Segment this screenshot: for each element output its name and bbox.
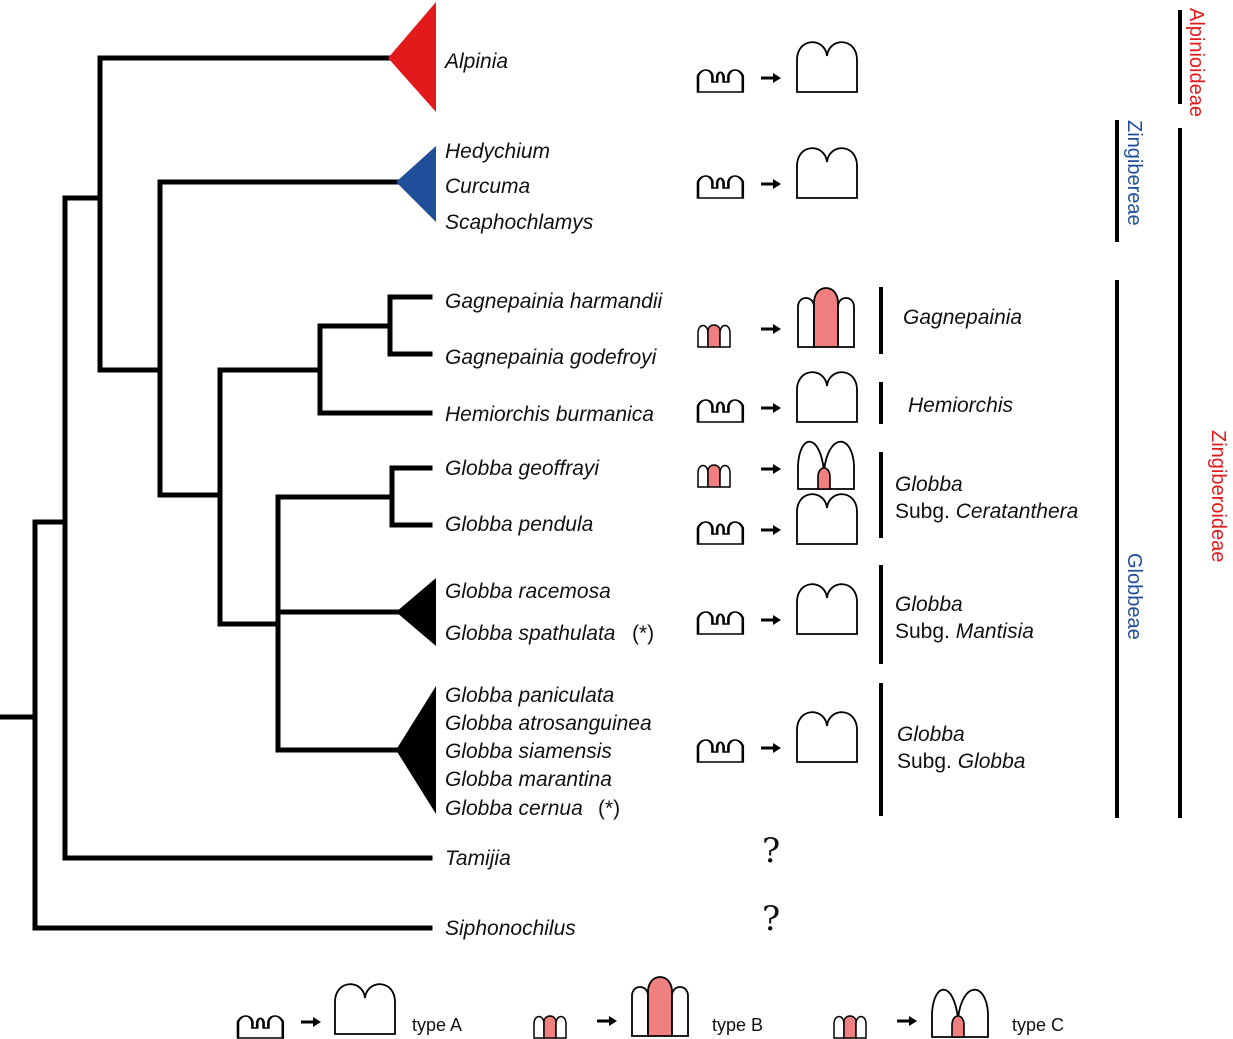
tribe-bars [1115,10,1182,818]
taxon-globba-marantina: Globba marantina [445,768,612,791]
node-6 [317,294,393,357]
state-globba-geoffrayi [697,440,855,490]
taxon-tamijia: Tamijia [445,847,511,870]
label-zingiberoideae: Zingiberoideae [1207,430,1229,562]
group-hemiorchis: Hemiorchis [908,394,1014,417]
taxon-curcuma: Curcuma [445,175,530,198]
taxon-siphonochilus: Siphonochilus [445,917,576,940]
legend: type A type B type C [237,976,1064,1039]
state-mantisia [697,583,858,635]
group-subg-ceratanthera: Subg. Ceratanthera [895,500,1078,523]
state-globba-pendula [697,493,858,545]
taxon-globba-pendula: Globba pendula [445,513,593,536]
taxon-hemiorchis-burmanica: Hemiorchis burmanica [445,403,654,426]
legend-type-c-label: type C [1012,1015,1064,1035]
state-globba-subg [697,711,858,763]
zingibereae-clade-triangle [396,146,436,222]
legend-type-a [237,983,396,1039]
unknown-siphonochilus: ? [762,899,780,939]
group-labels: Gagnepainia Hemiorchis Globba Subg. Cera… [895,306,1078,773]
alpinia-clade-triangle [388,2,436,112]
taxon-globba-atrosanguinea: Globba atrosanguinea [445,712,652,735]
group-globba-3: Globba [897,723,965,746]
legend-type-b [533,976,689,1039]
legend-type-a-label: type A [412,1015,462,1035]
state-zingibereae [697,147,858,199]
group-subg-globba: Subg. Globba [897,750,1025,773]
node-8 [275,465,395,528]
group-subg-mantisia: Subg. Mantisia [895,620,1034,643]
taxa-labels: Alpinia Hedychium Curcuma Scaphochlamys … [443,50,663,940]
state-icons [697,41,858,763]
node-5 [217,323,323,416]
taxon-gagnepainia-harmandii: Gagnepainia harmandii [445,290,663,313]
globba-subg-clade-triangle [396,686,436,814]
group-gagnepainia: Gagnepainia [903,306,1022,329]
label-alpinioideae: Alpinioideae [1185,8,1207,117]
legend-type-b-label: type B [712,1015,763,1035]
taxon-globba-geoffrayi: Globba geoffrayi [445,457,600,480]
node-4 [157,367,223,627]
taxon-gagnepainia-godefroyi: Gagnepainia godefroyi [445,346,658,369]
asterisk-cernua: (*) [598,797,620,820]
taxon-scaphochlamys: Scaphochlamys [445,211,594,234]
state-hemiorchis [697,371,858,423]
asterisk-spathulata: (*) [632,622,654,645]
taxon-globba-siamensis: Globba siamensis [445,740,612,763]
taxon-globba-cernua: Globba cernua [445,797,583,820]
legend-type-c [833,988,989,1039]
group-globba-2: Globba [895,593,963,616]
taxon-globba-spathulata: Globba spathulata [445,622,615,645]
group-globba-1: Globba [895,473,963,496]
taxon-hedychium: Hedychium [445,140,550,163]
tribe-labels: Alpinioideae Zingibereae Globbeae Zingib… [1123,8,1229,640]
state-alpinia [697,41,858,93]
taxon-globba-racemosa: Globba racemosa [445,580,611,603]
unknown-tamijia: ? [762,831,780,871]
label-zingibereae: Zingibereae [1123,120,1145,226]
mantisia-clade-triangle [396,578,436,646]
node-1-vertical [32,195,68,861]
state-gagnepainia [697,287,855,348]
node-3 [97,179,163,498]
node-7 [217,494,281,753]
node-2 [62,55,103,373]
label-globbeae: Globbeae [1123,553,1145,640]
taxon-alpinia: Alpinia [443,50,508,73]
tree-branches [0,55,433,931]
taxon-globba-paniculata: Globba paniculata [445,684,614,707]
